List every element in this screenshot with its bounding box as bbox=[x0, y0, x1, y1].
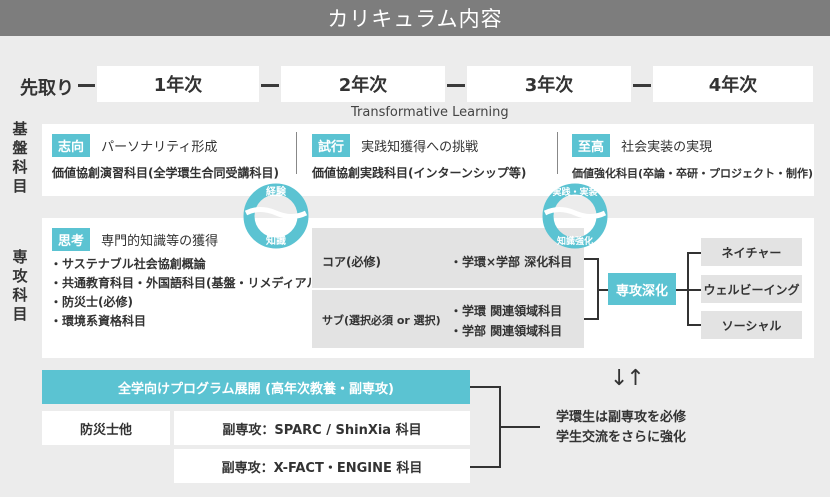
deepening-box: 専攻深化 bbox=[608, 273, 676, 305]
connector-line bbox=[584, 258, 598, 260]
list-item: ・サステナブル社会協創概論 bbox=[50, 257, 206, 271]
year-divider bbox=[261, 84, 279, 87]
sub-label: サブ(選択必須 or 選択) bbox=[322, 314, 441, 327]
program-note-1: 学環生は副専攻を必修 bbox=[556, 410, 687, 425]
transformative-label: Transformative Learning bbox=[351, 105, 509, 120]
sub-value-2: ・学部 関連領域科目 bbox=[450, 324, 563, 338]
connector-line bbox=[470, 466, 500, 468]
tag-shikou-supreme: 至高 bbox=[572, 134, 611, 157]
cycle-ring-left: 経験 知識 bbox=[243, 183, 309, 249]
kiban-col1-heading: パーソナリティ形成 bbox=[101, 140, 218, 155]
tag-shikou-trial: 試行 bbox=[312, 134, 351, 157]
cycle-ring-left-wave bbox=[244, 207, 308, 219]
year-divider bbox=[78, 84, 95, 87]
track-wellbeing: ウェルビーイング bbox=[701, 275, 802, 303]
kiban-col3-heading: 社会実装の実現 bbox=[621, 140, 713, 155]
program-note-2: 学生交流をさらに強化 bbox=[556, 430, 687, 445]
sub-value-1: ・学環 関連領域科目 bbox=[450, 304, 563, 318]
connector-line bbox=[687, 252, 701, 254]
connector-line bbox=[687, 324, 701, 326]
kiban-label: 基盤科目 bbox=[12, 120, 28, 195]
kiban-col2-heading: 実践知獲得への挑戦 bbox=[361, 140, 479, 155]
kiban-panel bbox=[42, 124, 814, 196]
core-label: コア(必修) bbox=[322, 255, 381, 269]
connector-line bbox=[584, 318, 598, 320]
cycle-left-top: 経験 bbox=[266, 185, 287, 198]
kiban-col2-header: 試行 実践知獲得への挑戦 bbox=[312, 134, 478, 157]
year-divider bbox=[633, 84, 651, 87]
senko-header: 思考 専門的知識等の獲得 bbox=[52, 228, 218, 251]
connector-line bbox=[687, 289, 701, 291]
program-bosai: 防災士他 bbox=[42, 411, 170, 445]
year-label-sakidori: 先取り bbox=[20, 78, 74, 99]
track-nature: ネイチャー bbox=[701, 238, 802, 266]
year-box-2: 2年次 bbox=[281, 66, 445, 102]
year-box-1: 1年次 bbox=[97, 66, 259, 102]
connector-line bbox=[676, 289, 688, 291]
track-social: ソーシャル bbox=[701, 311, 802, 339]
list-item: ・共通教育科目・外国語科目(基盤・リメディアル) bbox=[50, 276, 325, 290]
connector-line bbox=[500, 426, 540, 428]
kiban-col-divider bbox=[557, 132, 558, 174]
kiban-col3-item: 価値強化科目(卒論・卒研・プロジェクト・制作) bbox=[572, 167, 814, 180]
kiban-col1-item: 価値協創演習科目(全学環生合同受講科目) bbox=[52, 166, 279, 180]
senko-label: 専攻科目 bbox=[12, 248, 28, 323]
core-sub-divider bbox=[312, 288, 584, 290]
cycle-ring-right: 実践・実装 知識強化 bbox=[542, 183, 608, 249]
cycle-ring-right-wave bbox=[543, 207, 607, 219]
program-minor-sparc: 副専攻：SPARC / ShinXia 科目 bbox=[174, 411, 470, 445]
senko-item-list: ・サステナブル社会協創概論 ・共通教育科目・外国語科目(基盤・リメディアル) ・… bbox=[50, 255, 324, 331]
list-item: ・防災士(必修) bbox=[50, 295, 133, 309]
kiban-col2-item: 価値協創実践科目(インターンシップ等) bbox=[312, 166, 527, 180]
senko-heading: 専門的知識等の獲得 bbox=[101, 234, 219, 249]
exchange-arrows-icon: ↓↑ bbox=[610, 366, 645, 391]
year-box-4: 4年次 bbox=[653, 66, 813, 102]
connector-line bbox=[598, 289, 608, 291]
program-minor-xfact: 副専攻：X-FACT・ENGINE 科目 bbox=[174, 449, 470, 483]
tag-thinking: 思考 bbox=[52, 228, 91, 251]
kiban-col3-header: 至高 社会実装の実現 bbox=[572, 134, 712, 157]
core-value: ・学環×学部 深化科目 bbox=[450, 255, 573, 269]
year-divider bbox=[447, 84, 465, 87]
tag-shiko: 志向 bbox=[52, 134, 91, 157]
kiban-col1-header: 志向 パーソナリティ形成 bbox=[52, 134, 217, 157]
page-title: カリキュラム内容 bbox=[0, 0, 830, 36]
cycle-right-top: 実践・実装 bbox=[552, 186, 598, 198]
program-banner: 全学向けプログラム展開 (高年次教養・副専攻) bbox=[42, 370, 470, 404]
connector-line bbox=[470, 386, 500, 388]
kiban-col-divider bbox=[296, 132, 297, 174]
cycle-right-bottom: 知識強化 bbox=[556, 235, 593, 247]
program-note: 学環生は副専攻を必修 学生交流をさらに強化 bbox=[556, 408, 686, 448]
year-box-3: 3年次 bbox=[467, 66, 631, 102]
cycle-left-bottom: 知識 bbox=[265, 234, 286, 247]
list-item: ・環境系資格科目 bbox=[50, 314, 147, 328]
